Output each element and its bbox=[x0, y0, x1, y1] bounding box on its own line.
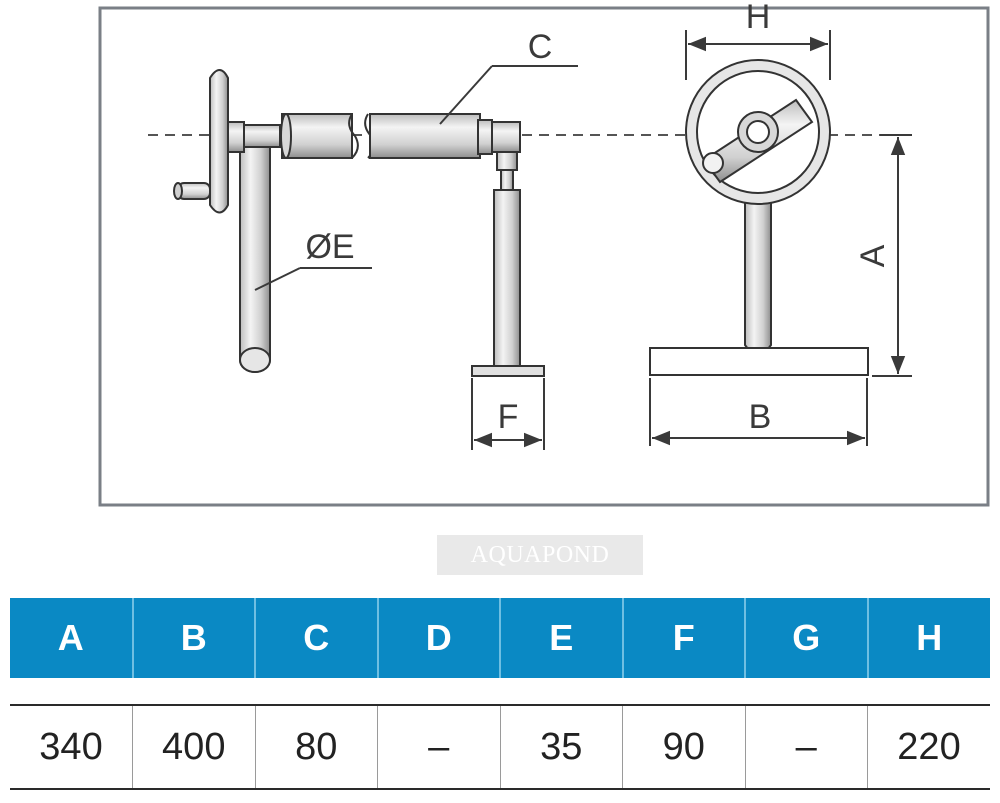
end-view bbox=[649, 59, 869, 376]
header-cell: A bbox=[10, 598, 133, 678]
roller-tube bbox=[280, 113, 521, 191]
header-cell: G bbox=[744, 598, 868, 678]
header-cell: F bbox=[621, 598, 745, 678]
value-cell: 220 bbox=[867, 704, 990, 790]
side-post bbox=[471, 189, 545, 377]
value-cell: – bbox=[744, 704, 868, 790]
dimension-lines bbox=[254, 30, 912, 450]
header-cell: E bbox=[499, 598, 623, 678]
header-cell: B bbox=[131, 598, 255, 678]
label-h: H bbox=[746, 0, 771, 36]
value-cell: 400 bbox=[132, 704, 255, 790]
value-cell: 35 bbox=[499, 704, 623, 790]
crank-assembly bbox=[173, 69, 281, 373]
header-row: A B C D E F G H bbox=[10, 598, 990, 678]
label-a: A bbox=[854, 244, 892, 267]
label-c: C bbox=[528, 28, 553, 66]
value-cell: – bbox=[377, 704, 500, 790]
header-cell: D bbox=[376, 598, 500, 678]
value-cell: 80 bbox=[254, 704, 378, 790]
value-row: 340 400 80 – 35 90 – 220 bbox=[10, 704, 990, 790]
header-cell: C bbox=[254, 598, 378, 678]
dimensions-table: A B C D E F G H 340 400 80 – 35 90 – 220 bbox=[10, 598, 990, 790]
label-f: F bbox=[498, 398, 519, 436]
value-cell: 90 bbox=[622, 704, 745, 790]
reel-dimension-drawing: H C ØE F B A bbox=[98, 0, 990, 507]
watermark: AQUAPOND bbox=[437, 535, 643, 575]
label-e: ØE bbox=[305, 228, 354, 266]
label-b: B bbox=[749, 398, 772, 436]
header-cell: H bbox=[866, 598, 990, 678]
value-cell: 340 bbox=[10, 704, 133, 790]
